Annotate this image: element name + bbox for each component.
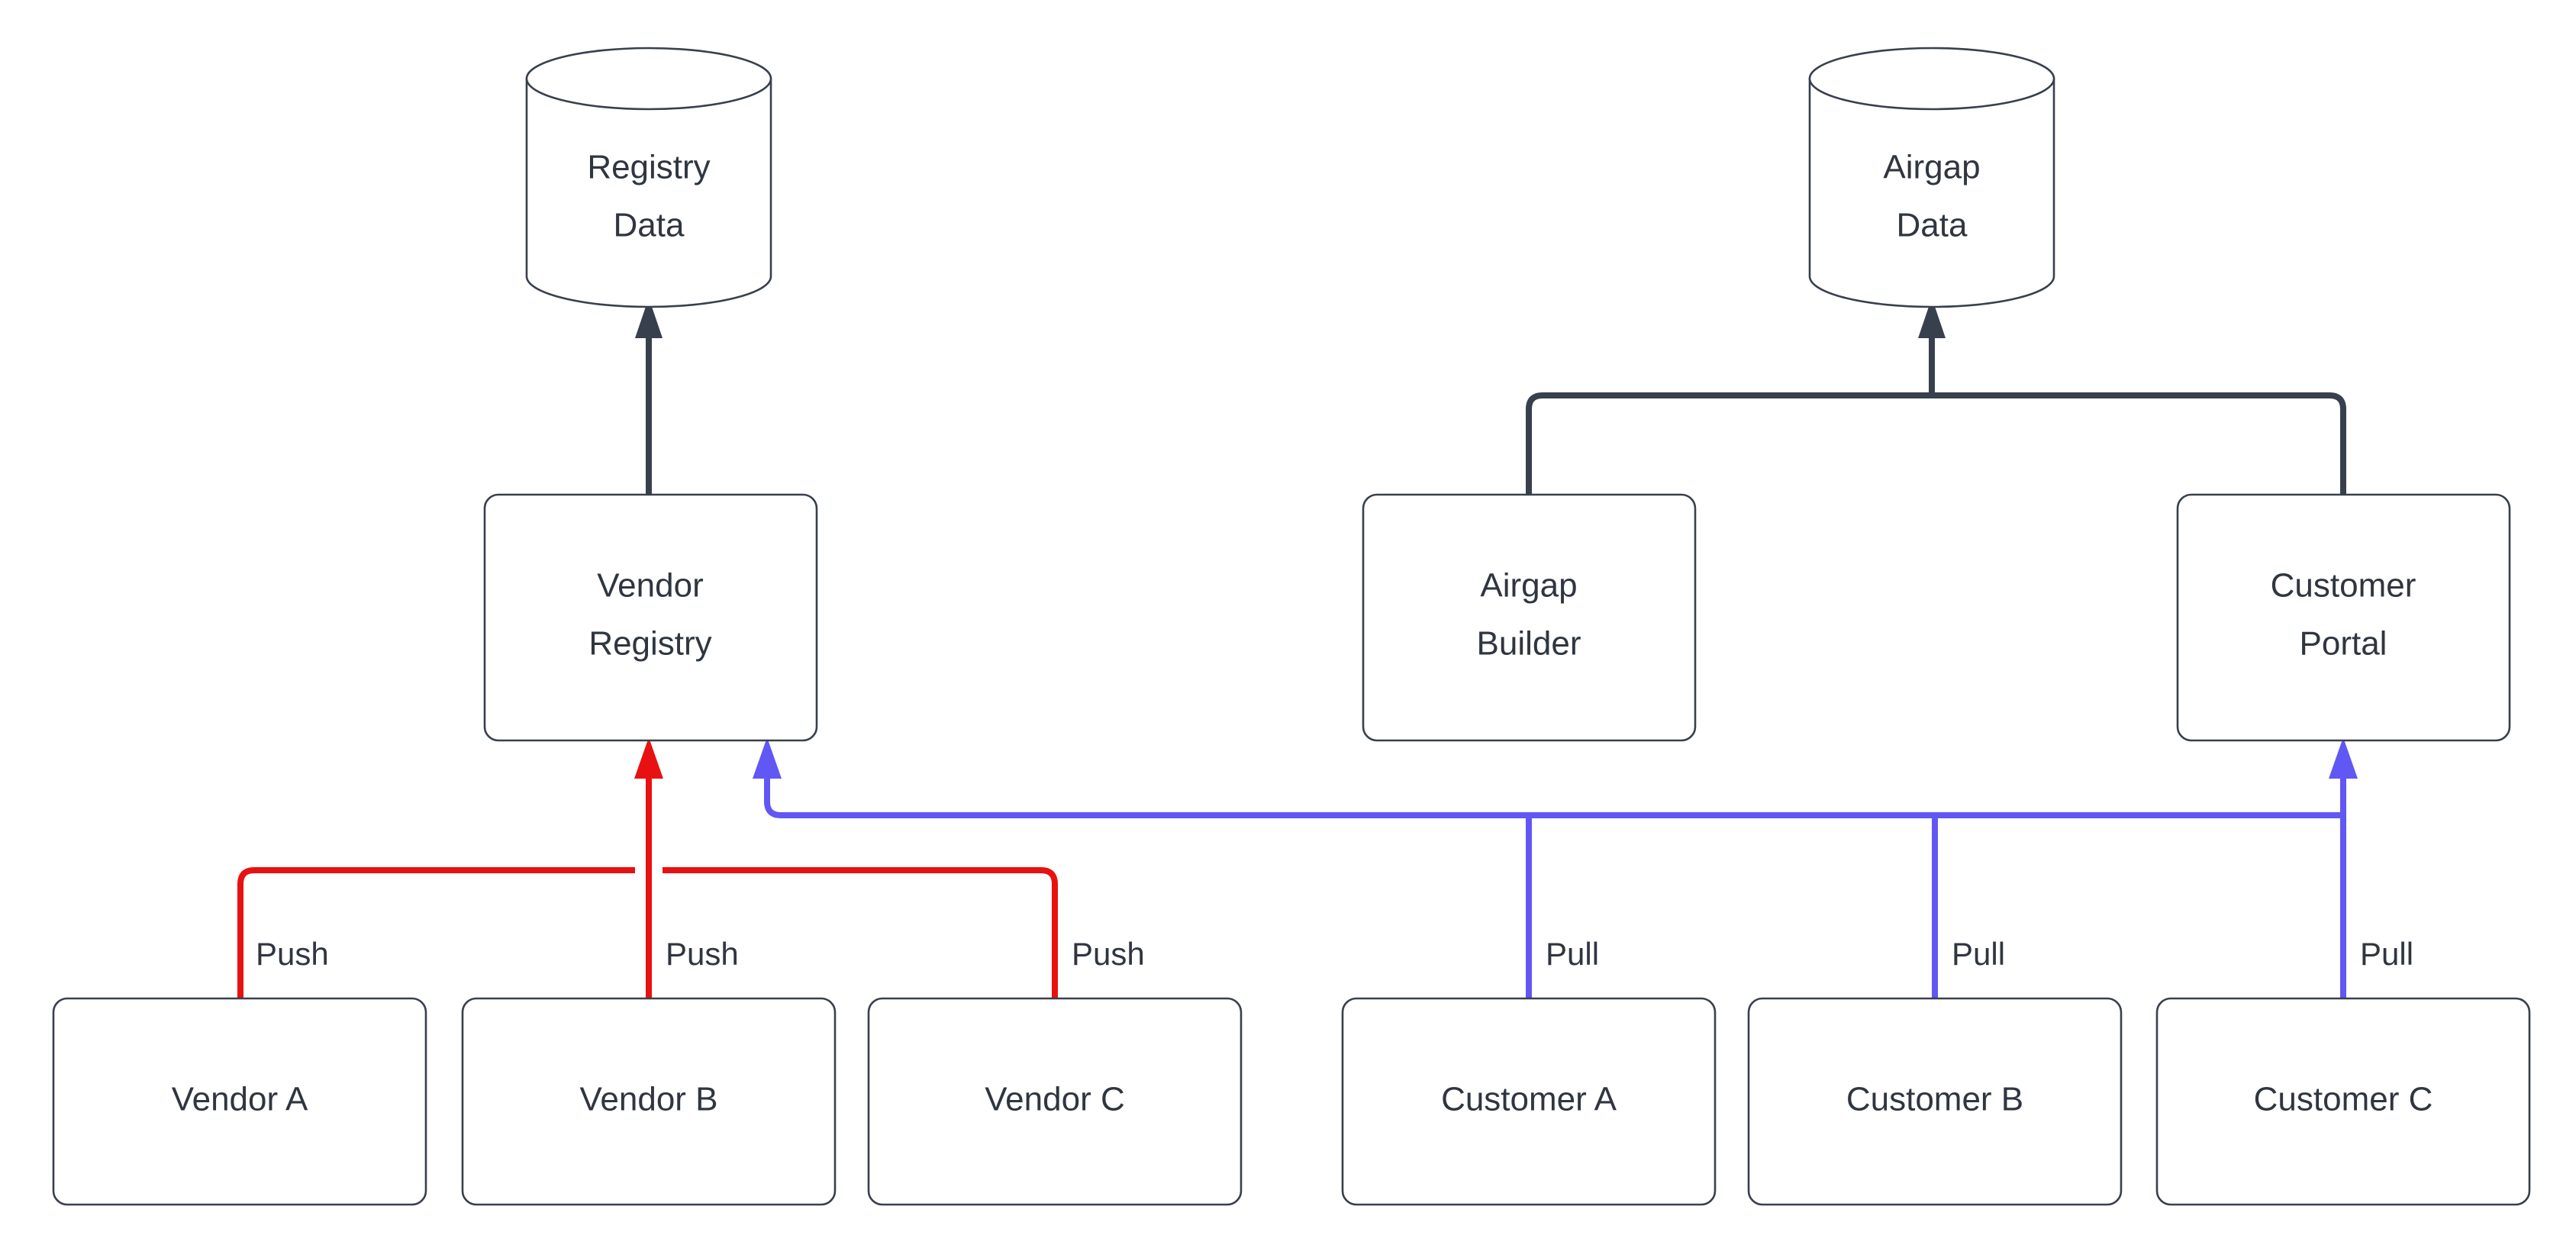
edge-vendor-b-push xyxy=(634,737,663,998)
node-vendor-c[interactable]: Vendor C xyxy=(867,997,1243,1206)
node-customer-a[interactable]: Customer A xyxy=(1341,997,1717,1206)
edge-label-vendor-b-push: Push xyxy=(666,936,739,972)
edge-label-customer-b-pull: Pull xyxy=(1952,936,2005,972)
node-airgap-data[interactable]: Airgap Data xyxy=(1808,47,2055,308)
edge-label-vendor-c-push: Push xyxy=(1072,936,1145,972)
edge-customer-portal-to-airgap-data xyxy=(1918,298,2346,495)
node-airgap-builder[interactable]: Airgap Builder xyxy=(1362,493,1697,742)
edge-airgap-builder-to-airgap-data xyxy=(1526,392,1932,495)
node-registry-data-line1: Registry xyxy=(587,149,710,186)
node-vendor-registry[interactable]: Vendor Registry xyxy=(483,493,818,742)
node-customer-portal[interactable]: Customer Portal xyxy=(2176,493,2511,742)
edge-vendor-a-push xyxy=(237,867,635,998)
node-vendor-registry-line2: Registry xyxy=(588,625,711,663)
node-vendor-a[interactable]: Vendor A xyxy=(52,997,427,1206)
node-customer-b[interactable]: Customer B xyxy=(1747,997,2123,1206)
node-vendor-a-label: Vendor A xyxy=(172,1081,308,1118)
node-vendor-c-label: Vendor C xyxy=(985,1081,1124,1118)
edge-customer-c-pull xyxy=(2329,737,2358,998)
node-customer-b-label: Customer B xyxy=(1846,1081,2023,1118)
node-airgap-data-line1: Airgap xyxy=(1883,149,1980,186)
node-registry-data-line2: Data xyxy=(614,207,685,244)
node-vendor-b-label: Vendor B xyxy=(579,1081,717,1118)
edge-label-customer-a-pull: Pull xyxy=(1546,936,1599,972)
edge-pull-bus-to-vendor-registry xyxy=(753,737,2343,818)
node-customer-c[interactable]: Customer C xyxy=(2155,997,2531,1206)
node-vendor-registry-line1: Vendor xyxy=(597,567,703,605)
edge-label-customer-c-pull: Pull xyxy=(2360,936,2413,972)
node-customer-a-label: Customer A xyxy=(1441,1081,1617,1118)
node-airgap-builder-line2: Builder xyxy=(1477,625,1581,663)
edge-vendor-c-push xyxy=(663,867,1058,998)
node-vendor-b[interactable]: Vendor B xyxy=(461,997,837,1206)
node-airgap-data-line2: Data xyxy=(1897,207,1968,244)
node-registry-data[interactable]: Registry Data xyxy=(525,47,772,308)
edge-label-vendor-a-push: Push xyxy=(256,936,329,972)
node-airgap-builder-line1: Airgap xyxy=(1480,567,1577,605)
edge-vendor-registry-to-registry-data xyxy=(635,298,663,495)
node-customer-c-label: Customer C xyxy=(2254,1081,2433,1118)
node-customer-portal-line1: Customer xyxy=(2271,567,2416,605)
node-customer-portal-line2: Portal xyxy=(2300,625,2387,663)
